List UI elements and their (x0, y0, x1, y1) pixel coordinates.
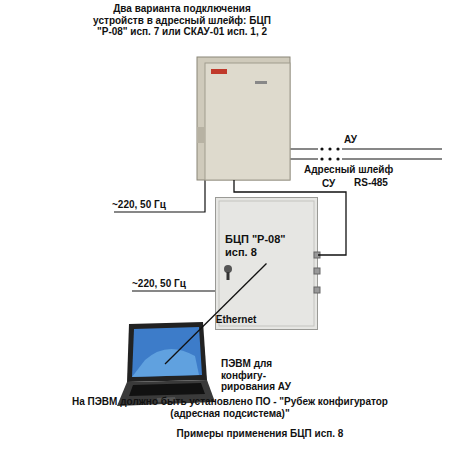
computer-label: ПЭВМ для конфигу-рирования АУ (221, 358, 297, 393)
keyboard (129, 383, 205, 396)
loop-dot (336, 147, 339, 150)
connector-label: Ethernet (216, 314, 257, 326)
signal-name: АУ (344, 134, 384, 146)
signal-name: СУ (322, 178, 352, 190)
laptop-lid (127, 322, 207, 382)
figure-caption: Примеры применения БЦП исп. 8 (140, 428, 380, 440)
shape-outline (197, 57, 290, 180)
laptop-screen (132, 327, 202, 377)
cabinet-device: Два варианта подключения устройств в адр… (197, 57, 290, 180)
cabinet-door (205, 63, 290, 180)
power-wire (132, 290, 215, 291)
cabinet-side (197, 127, 205, 143)
note-text: На ПЭВМ должно быть установлено ПО - "Ру… (70, 396, 390, 419)
cabinet-label: БЦП "Р-08" исп. 8 (225, 233, 310, 258)
address-loop-wire (290, 158, 442, 159)
loop-dot (336, 157, 339, 160)
cable-gland (314, 287, 320, 293)
device-heading: Два варианта подключения устройств в адр… (87, 3, 277, 38)
loop-dot (320, 157, 323, 160)
address-loop-wire (290, 148, 442, 149)
key (227, 272, 230, 280)
indicator-strip (255, 81, 267, 84)
loop-dot (328, 147, 331, 150)
wire-name: Адресный шлейф (304, 164, 414, 176)
power-label: ~220, 50 Гц (132, 278, 222, 290)
key-lock (224, 265, 232, 273)
loop-dot (320, 147, 323, 150)
cable-gland (314, 268, 320, 274)
power-label: ~220, 50 Гц (112, 199, 202, 211)
connector-label: RS-485 (354, 177, 388, 189)
brand-logo (211, 69, 227, 74)
cable-connector (234, 180, 346, 255)
cabinet-body (197, 57, 290, 180)
loop-dot (328, 157, 331, 160)
